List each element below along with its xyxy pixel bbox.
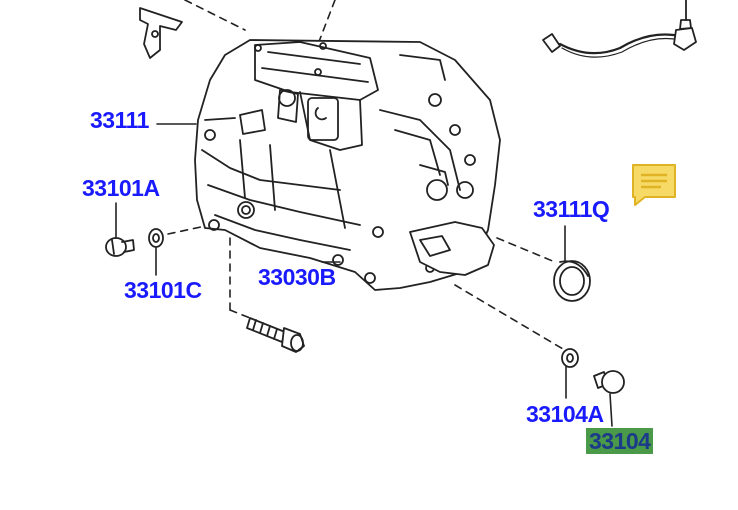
- drain-plug-33104: [593, 370, 625, 394]
- part-label-33111[interactable]: 33111: [90, 107, 149, 133]
- part-label-33111Q[interactable]: 33111Q: [533, 196, 610, 222]
- part-label-33104[interactable]: 33104: [586, 428, 654, 454]
- transmission-case-33111: [194, 39, 501, 291]
- bolt-33030B: [246, 317, 305, 353]
- leader-lines: [115, 123, 613, 427]
- part-label-33101A[interactable]: 33101A: [82, 175, 160, 201]
- part-label-33030B[interactable]: 33030B: [258, 264, 336, 290]
- speed-sensor-cable: [542, 0, 697, 58]
- bolt-33101A: [105, 237, 135, 257]
- part-label-33104A[interactable]: 33104A: [526, 401, 604, 427]
- oil-seal-33111Q: [553, 260, 591, 302]
- part-label-33101C[interactable]: 33101C: [124, 277, 202, 303]
- washer-33104A: [561, 348, 579, 368]
- washer-33101C: [148, 228, 164, 248]
- comment-note-icon[interactable]: [631, 163, 677, 207]
- mounting-bracket: [139, 7, 183, 59]
